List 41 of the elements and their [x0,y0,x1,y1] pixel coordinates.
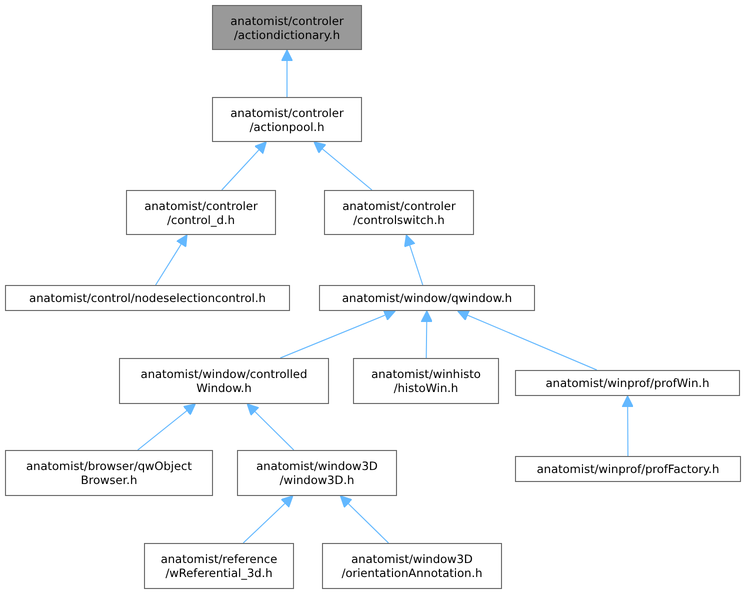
arrow [280,49,294,98]
arrow [457,310,598,370]
file-name: anatomist/window/controlled Window.h [140,367,308,395]
file-name: anatomist/controler /actionpool.h [230,106,344,134]
file-name: anatomist/window3D /window3D.h [256,459,378,487]
file-box [5,285,290,311]
arrow [340,495,389,544]
arrow [246,403,294,450]
arrow [404,234,424,286]
file-name: anatomist/window/qwindow.h [342,291,512,305]
file-name: anatomist/reference /wReferential_3d.h [160,552,278,580]
file-box [322,543,502,589]
file-name: anatomist/winprof/profWin.h [546,376,710,390]
arrow [242,495,294,544]
file-box [237,450,397,496]
arrow [314,141,372,190]
file-box [5,450,213,496]
file-name: anatomist/controler /controlswitch.h [342,198,456,226]
file-box [353,358,499,404]
file-box [126,190,276,235]
file-name: anatomist/browser/qwObject Browser.h [26,459,192,487]
file-name: anatomist/control/nodeselectioncontrol.h [29,291,266,305]
file-name: anatomist/winhisto /histoWin.h [371,367,481,395]
current-file-box [212,5,362,50]
file-box [212,97,362,142]
file-box [144,543,294,589]
arrow [137,403,196,450]
file-box [119,358,329,404]
file-name: anatomist/winprof/profFactory.h [536,462,720,476]
file-box [515,370,740,396]
file-name: anatomist/window3D /orientationAnnotation.h [342,552,482,580]
arrow [280,310,396,358]
arrow [622,395,634,456]
file-box [324,190,474,235]
file-box [319,285,535,311]
file-name: anatomist/controler /control_d.h [144,198,258,226]
arrow [221,141,267,190]
arrow [420,310,433,358]
arrow [155,234,188,286]
file-box [515,456,741,482]
file-name: anatomist/controler /actiondictionary.h [230,14,344,42]
